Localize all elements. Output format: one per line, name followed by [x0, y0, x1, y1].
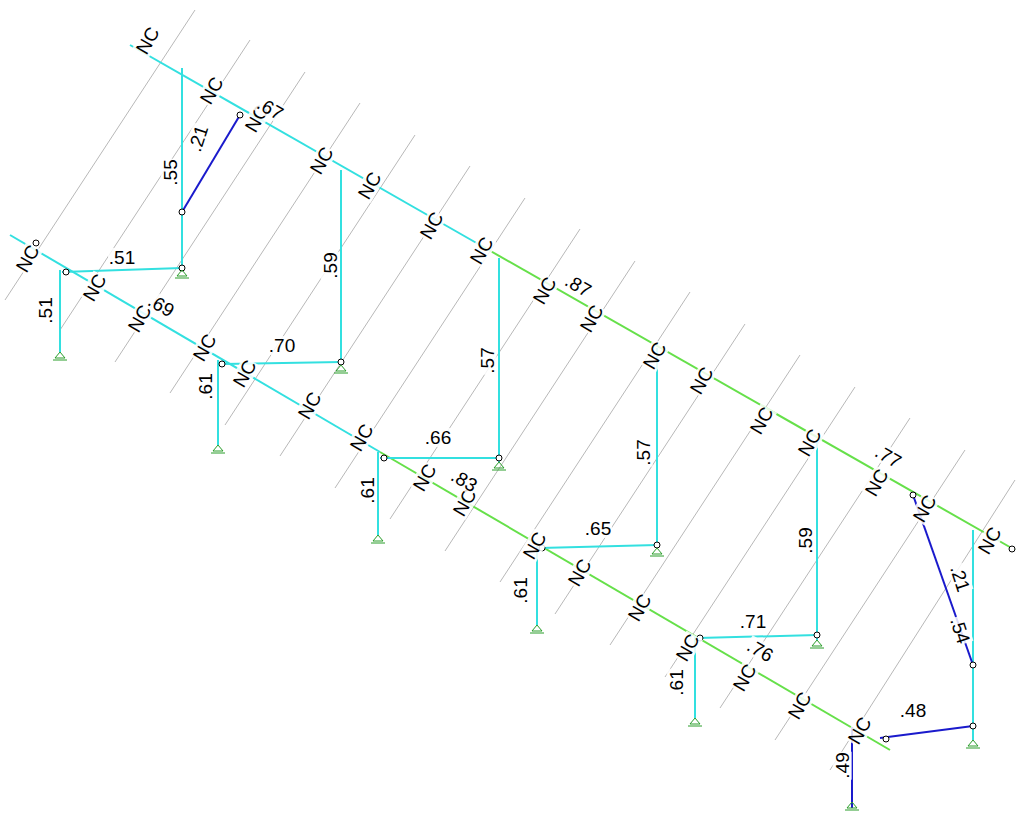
stress-ratio: .83 — [447, 465, 481, 496]
stress-ratio: .59 — [795, 526, 814, 554]
stress-ratio: .48 — [899, 701, 927, 720]
section-flag: NC — [519, 527, 550, 562]
section-flag: NC — [132, 22, 163, 57]
stress-ratio: .54 — [947, 614, 974, 647]
section-flag: NC — [624, 589, 655, 624]
stress-ratio: .71 — [739, 612, 767, 631]
section-flag: NC — [729, 659, 760, 694]
section-flag: NC — [346, 419, 377, 454]
section-flag: NC — [861, 464, 892, 499]
stress-ratio: .57 — [477, 346, 496, 374]
stress-ratio: .21 — [185, 122, 212, 155]
stress-ratio: .70 — [268, 336, 296, 355]
supports — [53, 270, 980, 810]
stress-ratio: .59 — [320, 251, 339, 279]
section-flag: NC — [794, 424, 825, 459]
section-flag: NC — [196, 72, 227, 107]
stress-ratio: .57 — [633, 438, 652, 466]
section-flag: NC — [229, 355, 260, 390]
stress-ratio: .61 — [510, 576, 529, 604]
stress-ratio: .61 — [666, 668, 685, 696]
grid-lines — [5, 10, 1015, 770]
stress-ratio: .51 — [35, 296, 54, 324]
section-flag: NC — [639, 337, 670, 372]
section-flag: NC — [12, 240, 43, 275]
stress-ratio: .61 — [357, 476, 376, 504]
stress-ratio: .76 — [743, 635, 777, 666]
section-flag: NC — [746, 402, 777, 437]
stress-ratio: .87 — [561, 270, 595, 301]
stress-ratio: .65 — [584, 519, 612, 538]
stress-ratio: .51 — [108, 248, 136, 267]
members — [10, 45, 1015, 808]
section-flag: NC — [686, 362, 717, 397]
stress-ratio: .61 — [195, 372, 214, 400]
section-flag: NC — [416, 207, 447, 242]
stress-ratio: .66 — [424, 428, 452, 447]
joints — [33, 112, 1015, 742]
stress-ratio: .21 — [947, 562, 974, 595]
section-flag: NC — [79, 269, 110, 304]
section-flag: NC — [529, 272, 560, 307]
stress-ratio: .55 — [160, 158, 179, 186]
section-flag: NC — [844, 712, 875, 747]
section-flag: NC — [576, 300, 607, 335]
stress-ratio: .49 — [832, 751, 851, 779]
section-flag: NC — [784, 687, 815, 722]
section-flag: NC — [354, 167, 385, 202]
section-flag: NC — [409, 459, 440, 494]
section-flag: NC — [466, 232, 497, 267]
section-flag: NC — [189, 329, 220, 364]
section-flag: NC — [974, 522, 1005, 557]
